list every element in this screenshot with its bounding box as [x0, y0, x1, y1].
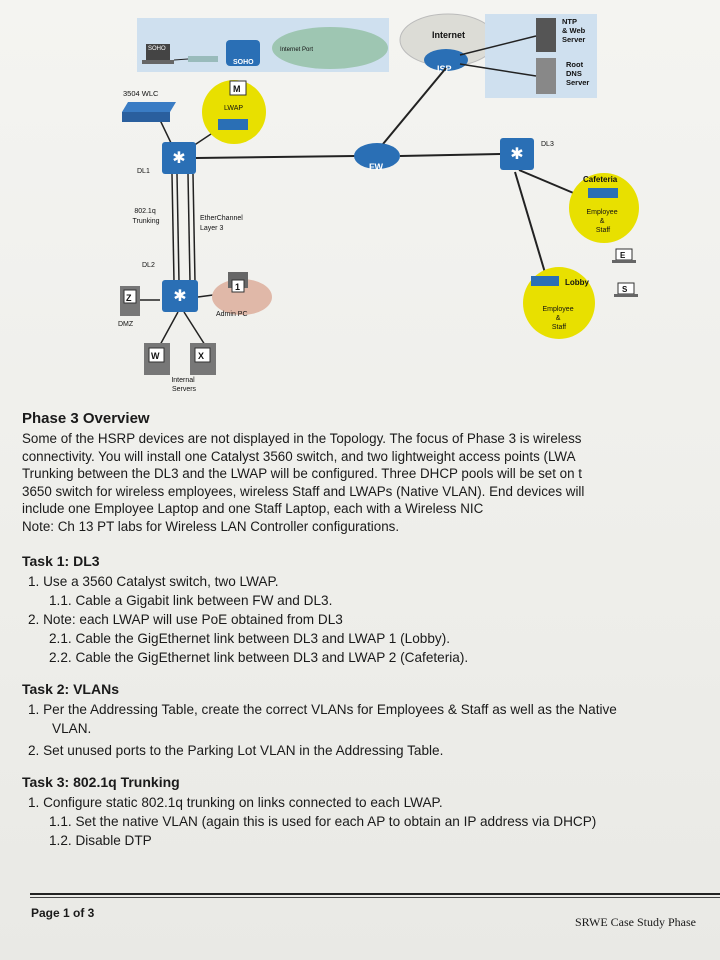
lwap-badge [229, 80, 247, 96]
soho-router-icon [226, 40, 260, 66]
dmz-label: DMZ [118, 321, 134, 328]
ntp-server-icon [536, 18, 556, 52]
admin-badge: 1 [235, 282, 240, 292]
lobby-clients-label: Employee & Staff [542, 306, 575, 331]
dl2-server-w-link [159, 311, 179, 346]
fw-icon [354, 143, 400, 169]
page-number: Page 1 of 3 [31, 906, 95, 920]
lwap-icon [218, 119, 248, 130]
isp-ntp-link [459, 35, 537, 56]
server-w-label: W [151, 351, 160, 361]
soho-laptop-icon [146, 44, 170, 60]
task-3-list: 1. Configure static 802.1q trunking on l… [22, 793, 720, 850]
dmz-badge: Z [126, 293, 132, 303]
svg-text:✱: ✱ [172, 150, 185, 167]
task-2-list: 1. Per the Addressing Table, create the … [22, 700, 720, 760]
server-x-label: X [198, 351, 204, 361]
cafeteria-circle [569, 173, 639, 243]
wlc-dl1-link [159, 119, 173, 146]
overview-line: include one Employee Laptop and one Staf… [22, 501, 484, 516]
list-item: 1. Configure static 802.1q trunking on l… [28, 795, 443, 810]
soho-modem-icon [188, 56, 218, 62]
lobby-label: Lobby [565, 278, 590, 287]
internet-label: Internet [432, 30, 465, 40]
internet-port-link [272, 27, 388, 69]
list-item: 1.2. Disable DTP [49, 833, 152, 848]
soho-router-label: SOHO [233, 59, 254, 66]
list-item: 2.1. Cable the GigEthernet link between … [49, 631, 451, 646]
dl3-lobby-link [514, 171, 547, 277]
overview-title: Phase 3 Overview [22, 410, 150, 427]
dl1-fw-link [195, 155, 356, 159]
overview-line: Some of the HSRP devices are not display… [22, 431, 582, 446]
etherchannel-label: EtherChannel Layer 3 [200, 215, 245, 232]
task-1-title: Task 1: DL3 [22, 553, 100, 569]
dns-server-icon [536, 58, 556, 94]
admin-pc-area [212, 279, 272, 315]
soho-laptop-label: SOHO [148, 46, 166, 52]
cafeteria-label: Cafeteria [583, 175, 618, 184]
internal-servers-label: Internal Servers [171, 377, 196, 393]
dl1-label: DL1 [137, 168, 150, 175]
footer-title: SRWE Case Study Phase [575, 915, 697, 929]
trunk-link-2 [176, 173, 180, 283]
cafeteria-clients-label: Employee & Staff [586, 209, 619, 234]
wlc-label: 3504 WLC [123, 89, 159, 98]
lwap-label: LWAP [224, 105, 243, 112]
laptop-s-label: S [622, 285, 628, 294]
dl3-switch-icon [500, 138, 534, 170]
trunk-link-1 [171, 173, 175, 283]
task-1-list: 1. Use a 3560 Catalyst switch, two LWAP.… [22, 572, 720, 667]
list-item: 1.1. Cable a Gigabit link between FW and… [49, 593, 333, 608]
task-2-title: Task 2: VLANs [22, 681, 119, 697]
admin-pc-label: Admin PC [216, 311, 248, 318]
dl2-label: DL2 [142, 262, 155, 269]
wlc-icon [122, 102, 176, 112]
isp-dns-link [459, 63, 537, 77]
overview-line: Trunking between the DL3 and the LWAP wi… [22, 466, 582, 481]
svg-text:✱: ✱ [510, 146, 523, 163]
isp-fw-link [377, 67, 447, 151]
dl2-switch-icon [162, 280, 198, 312]
footer-divider-thin [30, 897, 720, 898]
network-topology-diagram: Internet ISP NTP & Web Server Root DNS S… [118, 13, 639, 393]
overview-paragraph: Some of the HSRP devices are not display… [22, 430, 720, 535]
lobby-lwap-icon [531, 276, 559, 286]
overview-line: connectivity. You will install one Catal… [22, 448, 576, 464]
list-item: 2.2. Cable the GigEthernet link between … [49, 650, 469, 665]
dl2-server-x-link [183, 311, 206, 346]
dl1-switch-icon [162, 142, 196, 174]
dl3-label: DL3 [541, 141, 554, 148]
list-item: 1. Per the Addressing Table, create the … [28, 702, 617, 717]
fw-dl3-link [399, 153, 501, 157]
svg-text:M: M [233, 84, 241, 94]
ntp-server-label: NTP & Web Server [562, 17, 587, 44]
internet-port-label: Internet Port [280, 47, 313, 53]
list-item: VLAN. [52, 721, 92, 736]
list-item: 2. Set unused ports to the Parking Lot V… [28, 743, 444, 758]
document-body: Phase 3 Overview Some of the HSRP device… [22, 410, 720, 850]
list-item: 2. Note: each LWAP will use PoE obtained… [28, 612, 343, 627]
footer-divider [30, 893, 720, 895]
overview-line: 3650 switch for wireless employees, wire… [22, 483, 585, 499]
task-3-title: Task 3: 802.1q Trunking [22, 774, 180, 790]
fw-label: FW [369, 162, 383, 172]
cafeteria-lwap-icon [588, 188, 618, 198]
list-item: 1. Use a 3560 Catalyst switch, two LWAP. [28, 574, 279, 589]
dns-server-label: Root DNS Server [566, 60, 589, 87]
etherchannel-link-2 [192, 173, 196, 283]
overview-line: Note: Ch 13 PT labs for Wireless LAN Con… [22, 518, 400, 534]
svg-text:✱: ✱ [173, 288, 186, 305]
isp-router-icon [424, 49, 468, 71]
etherchannel-link-1 [187, 173, 191, 283]
list-item: 1.1. Set the native VLAN (again this is … [49, 814, 597, 829]
laptop-e-label: E [620, 251, 626, 260]
trunking-label: 802.1q Trunking [133, 208, 160, 225]
